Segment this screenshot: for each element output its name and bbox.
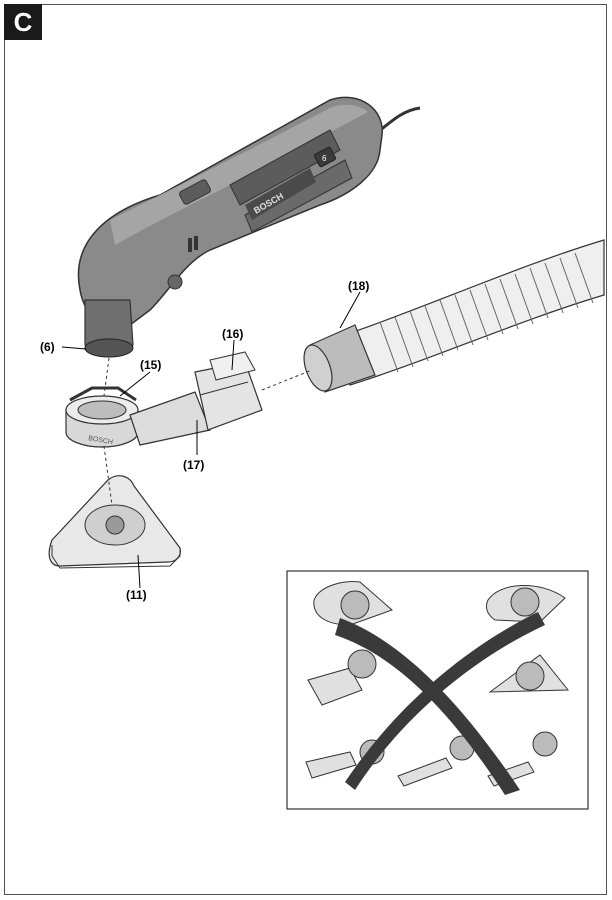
tool-holder-6 [84,338,134,358]
callout-11: (11) [126,588,147,602]
callout-18: (18) [348,279,369,293]
multi-tool: BOSCH 6 [77,96,383,358]
extraction-hose [303,239,605,393]
callout-16: (16) [222,327,243,341]
power-cable [377,106,421,134]
leader-lines [61,291,361,589]
alignment-lines [103,357,313,506]
svg-text:BOSCH: BOSCH [88,435,114,446]
delta-pad-icon [488,654,570,693]
callout-17: (17) [183,458,204,472]
section-badge: C [4,4,42,40]
power-switch [179,179,211,205]
dust-adapter: BOSCH [65,351,263,448]
callout-15: (15) [140,358,161,372]
cross-mark-2 [345,612,545,790]
sanding-plate [48,475,181,569]
segment-blade-right-icon [486,585,566,623]
callout-6: (6) [40,340,55,354]
incompatible-accessories-panel [286,570,589,810]
speed-dial-value: 6 [322,154,327,163]
scraper-icon [307,649,377,706]
segment-blade-icon [313,581,393,626]
figure-frame [4,4,607,895]
speed-dial [313,146,337,168]
cross-mark [335,618,520,795]
